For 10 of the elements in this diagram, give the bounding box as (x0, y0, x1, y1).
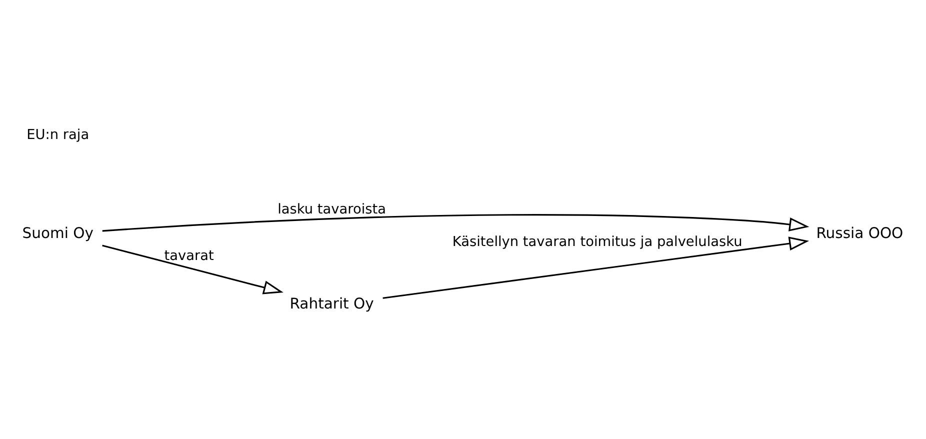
arrow (382, 236, 810, 298)
edge-label: lasku tavaroista (278, 201, 386, 218)
node-text: Russia OOO (816, 224, 904, 242)
edge-label: tavarat (164, 247, 214, 264)
node-text: Rahtarit Oy (290, 295, 374, 312)
arrow (102, 244, 284, 294)
node-text: Suomi Oy (22, 224, 94, 242)
label: EU:n raja (26, 126, 90, 142)
arrow (102, 214, 810, 232)
edge-label: Käsitellyn tavaran toimitus ja palvelulasku (452, 234, 742, 250)
